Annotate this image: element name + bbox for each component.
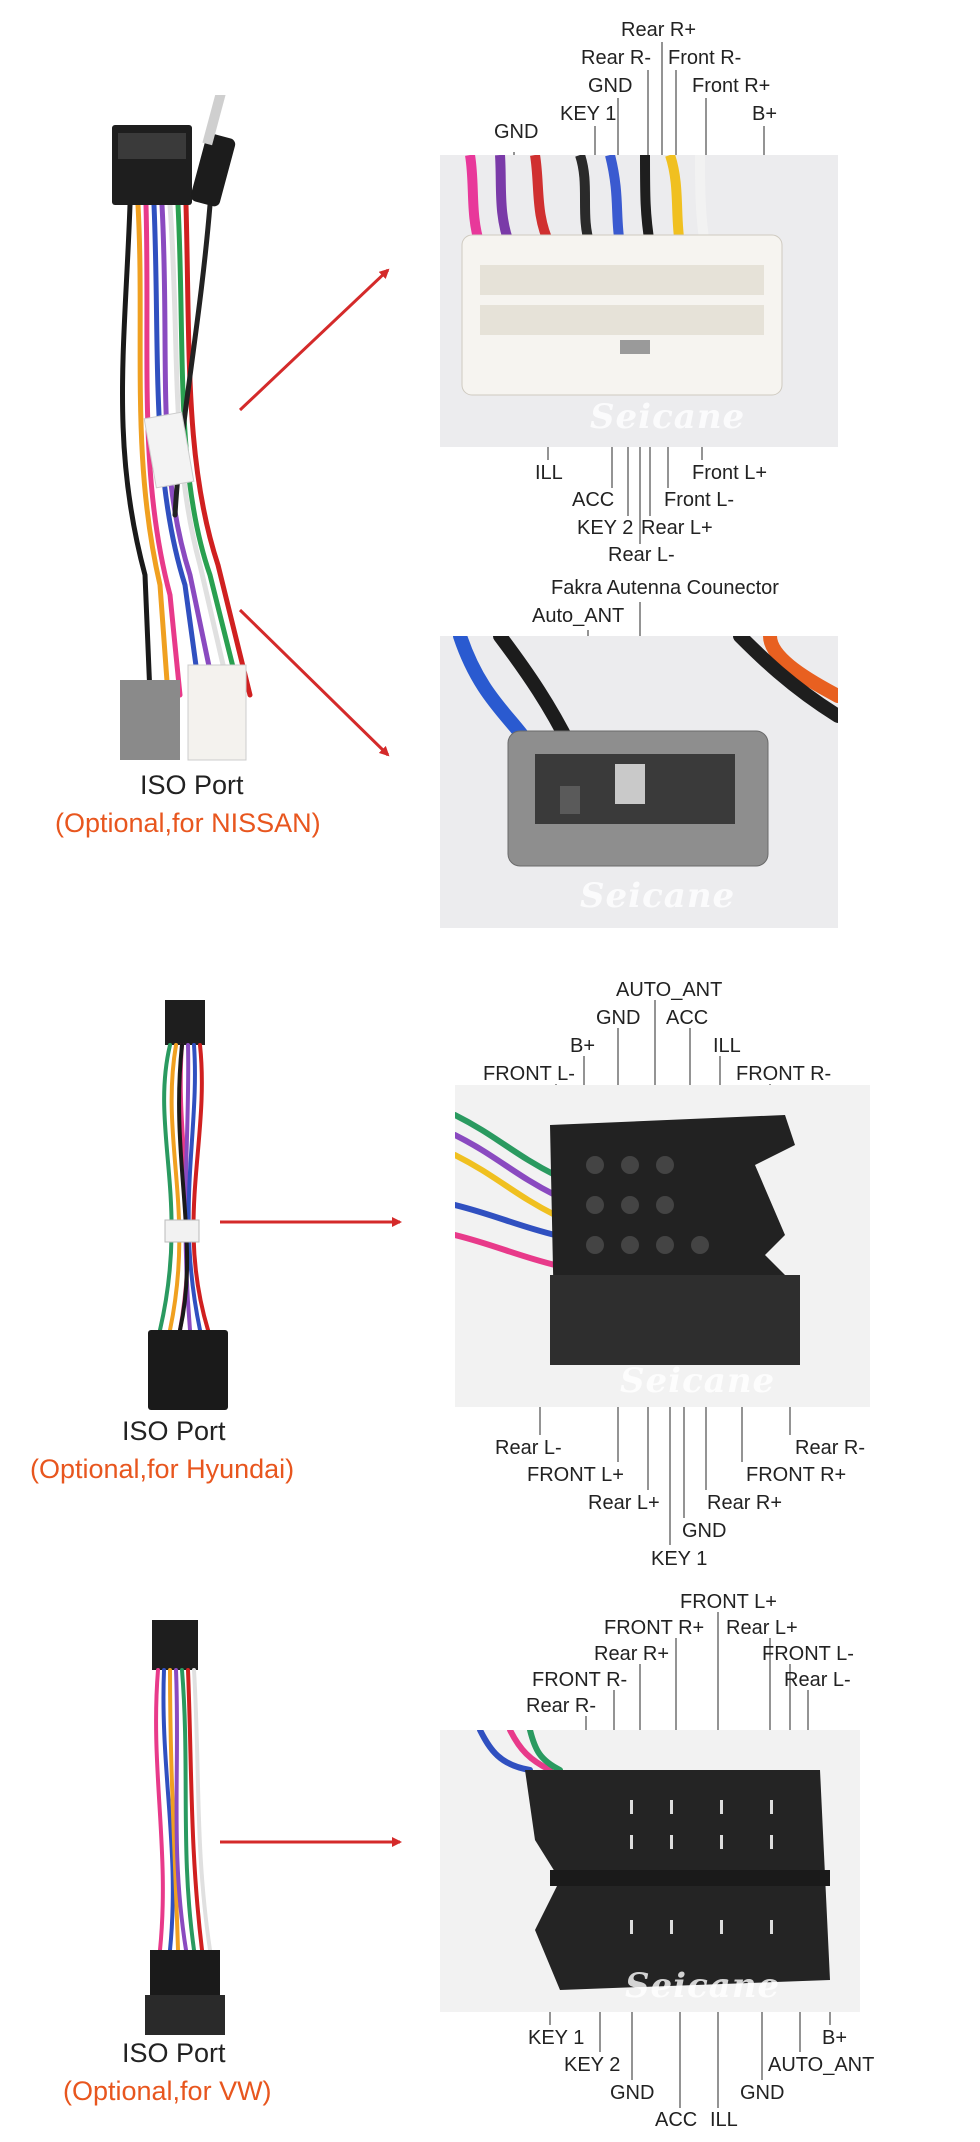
vw-label-rear-r-minus: Rear R- [526,1695,597,1717]
hyundai-label-key-1: KEY 1 [651,1548,708,1570]
hyundai-watermark: Seicane [620,1361,776,1401]
hyundai-label-front-r-plus: FRONT R+ [746,1464,847,1486]
hyundai-label-gnd-2: GND [682,1520,727,1542]
hyundai-label-auto-ant: AUTO_ANT [616,979,723,1001]
vw-label-auto-ant: AUTO_ANT [768,2054,875,2076]
nissan-port-subtitle: (Optional,for NISSAN) [55,808,321,838]
nissan-label-rear-r-plus: Rear R+ [621,19,697,41]
vw-watermark: Seicane [625,1966,781,2006]
nissan-label-rear-r-minus: Rear R- [581,47,652,69]
nissan-harness-image [112,95,253,761]
antenna-label-fakra: Fakra Autenna Counector [551,577,779,599]
vw-label-key-1: KEY 1 [528,2027,585,2049]
vw-label-b-plus: B+ [822,2027,848,2049]
hyundai-label-rear-l-minus: Rear L- [495,1437,562,1459]
arrow-to-main-connector [238,268,390,412]
nissan-label-gnd: GND [588,75,633,97]
vw-label-rear-l-plus: Rear L+ [726,1617,798,1639]
antenna-connector-photo: Seicane [440,636,838,928]
vw-connector-photo: Seicane [440,1730,860,2012]
nissan-port-title: ISO Port [140,770,244,800]
hyundai-label-gnd: GND [596,1007,641,1029]
nissan-label-gnd-2: GND [494,121,539,143]
vw-label-acc: ACC [655,2109,698,2131]
vw-harness-image [145,1620,225,2035]
nissan-label-key-1: KEY 1 [560,103,617,125]
hyundai-label-rear-r-plus: Rear R+ [707,1492,783,1514]
vw-label-gnd-2: GND [740,2082,785,2104]
hyundai-harness-image [148,1000,228,1410]
hyundai-port-subtitle: (Optional,for Hyundai) [30,1454,295,1484]
nissan-label-front-r-minus: Front R- [668,47,742,69]
nissan-label-rear-l-minus: Rear L- [608,544,675,566]
nissan-label-front-l-minus: Front L- [664,489,735,511]
nissan-label-key-2: KEY 2 [577,517,634,539]
hyundai-label-front-l-minus: FRONT L- [483,1063,575,1085]
nissan-label-front-r-plus: Front R+ [692,75,771,97]
vw-label-front-l-minus: FRONT L- [762,1643,854,1665]
antenna-watermark: Seicane [580,876,736,916]
vw-label-key-2: KEY 2 [564,2054,621,2076]
vw-label-front-l-plus: FRONT L+ [680,1591,777,1613]
vw-label-rear-r-plus: Rear R+ [594,1643,670,1665]
nissan-label-rear-l-plus: Rear L+ [641,517,713,539]
hyundai-label-rear-l-plus: Rear L+ [588,1492,660,1514]
nissan-label-b-plus: B+ [752,103,778,125]
vw-port-subtitle: (Optional,for VW) [63,2076,272,2106]
vw-label-gnd: GND [610,2082,655,2104]
nissan-connector-photo: Seicane [440,155,838,447]
hyundai-label-front-l-plus: FRONT L+ [527,1464,624,1486]
vw-label-front-r-plus: FRONT R+ [604,1617,705,1639]
nissan-label-acc: ACC [572,489,615,511]
vw-port-title: ISO Port [122,2038,226,2068]
hyundai-label-rear-r-minus: Rear R- [795,1437,866,1459]
antenna-label-auto-ant: Auto_ANT [532,605,625,627]
hyundai-label-acc: ACC [666,1007,709,1029]
vw-label-rear-l-minus: Rear L- [784,1669,851,1691]
vw-label-front-r-minus: FRONT R- [532,1669,628,1691]
hyundai-port-title: ISO Port [122,1416,226,1446]
hyundai-connector-photo: Seicane [455,1085,870,1407]
nissan-label-front-l-plus: Front L+ [692,462,768,484]
hyundai-label-b-plus: B+ [570,1035,596,1057]
arrow-to-antenna-connector [238,608,390,757]
hyundai-label-front-r-minus: FRONT R- [736,1063,832,1085]
nissan-label-ill: ILL [535,462,563,484]
hyundai-label-ill: ILL [713,1035,741,1057]
nissan-watermark: Seicane [590,397,746,437]
vw-label-ill: ILL [710,2109,738,2131]
